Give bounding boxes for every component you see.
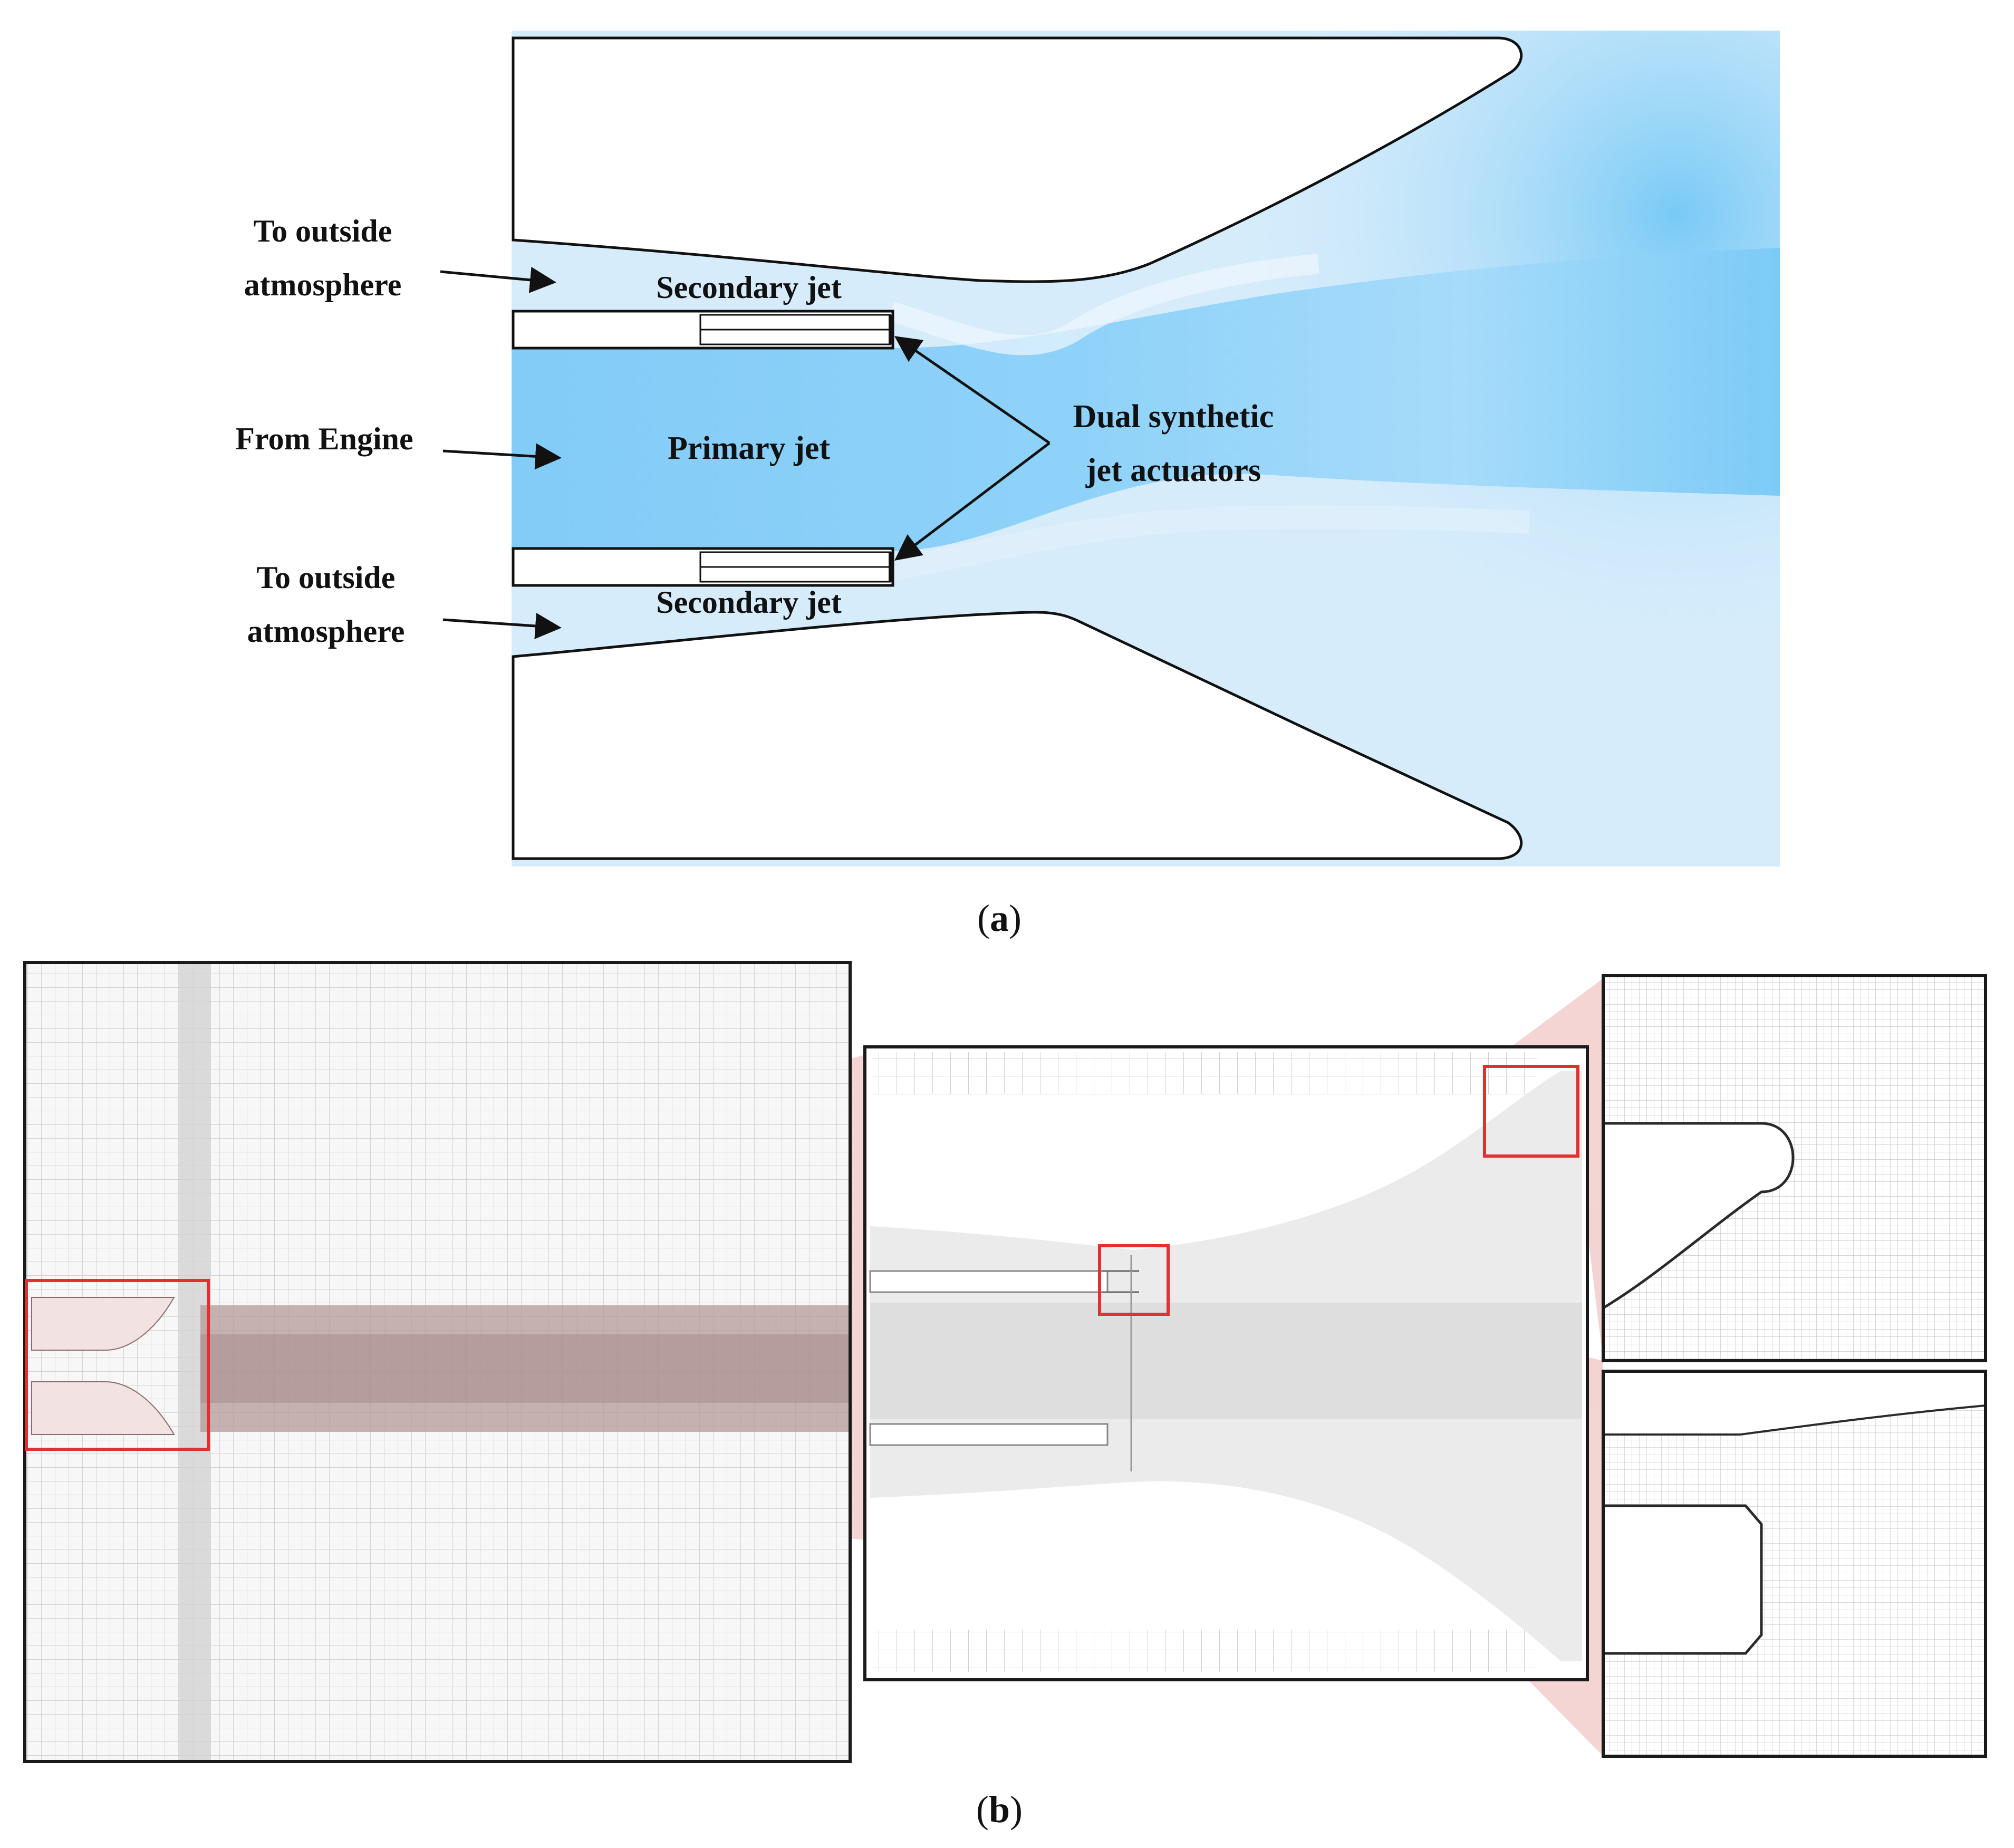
mesh-far-field-view bbox=[23, 961, 852, 1763]
arrow-actuator-upper bbox=[894, 336, 1051, 445]
lower-channel-mesh bbox=[873, 1630, 1537, 1672]
caption-b: (b) bbox=[976, 1788, 1023, 1831]
lower-synthetic-jet-actuator bbox=[512, 547, 894, 587]
upper-channel-mesh bbox=[873, 1052, 1537, 1094]
arrow-from-engine bbox=[442, 443, 562, 470]
label-actuators-2: jet actuators bbox=[1085, 453, 1261, 488]
zoom-box-lip bbox=[1483, 1065, 1579, 1158]
lip-geometry bbox=[1602, 1122, 1795, 1311]
upper-shear-layer bbox=[888, 254, 1319, 355]
upper-synthetic-jet-actuator bbox=[512, 310, 894, 350]
mesh-actuator-detail-view bbox=[1602, 1370, 1987, 1758]
mesh-lip-detail-view bbox=[1602, 974, 1987, 1362]
zoom-box-nozzle bbox=[25, 1279, 210, 1451]
panel-a: To outside atmosphere Secondary jet From… bbox=[235, 31, 1780, 939]
label-to-outside-top-2: atmosphere bbox=[244, 267, 402, 302]
label-secondary-jet-bottom: Secondary jet bbox=[656, 585, 842, 620]
label-actuators-1: Dual synthetic bbox=[1073, 399, 1274, 435]
actuator-slot-geometry bbox=[1602, 1504, 1763, 1655]
upper-nozzle-wall bbox=[512, 36, 1523, 283]
mesh-nozzle-view bbox=[863, 1045, 1589, 1681]
primary-jet-core bbox=[512, 248, 1780, 551]
label-to-outside-bottom-1: To outside bbox=[257, 560, 396, 595]
arrow-actuator-lower bbox=[894, 442, 1051, 561]
label-to-outside-top-1: To outside bbox=[254, 214, 392, 248]
label-to-outside-bottom-2: atmosphere bbox=[247, 614, 405, 649]
label-primary-jet: Primary jet bbox=[668, 430, 830, 466]
annotation-arrows bbox=[440, 266, 1051, 639]
label-from-engine: From Engine bbox=[235, 421, 413, 456]
lower-shear-layer bbox=[889, 505, 1530, 581]
zoom-box-actuator bbox=[1098, 1244, 1170, 1316]
label-secondary-jet-top: Secondary jet bbox=[656, 270, 842, 305]
arrow-outside-bottom bbox=[442, 612, 562, 639]
arrow-outside-top bbox=[440, 266, 556, 293]
panel-b: (b) bbox=[23, 961, 1987, 1831]
caption-a: (a) bbox=[977, 897, 1022, 939]
lower-nozzle-wall bbox=[512, 611, 1523, 860]
